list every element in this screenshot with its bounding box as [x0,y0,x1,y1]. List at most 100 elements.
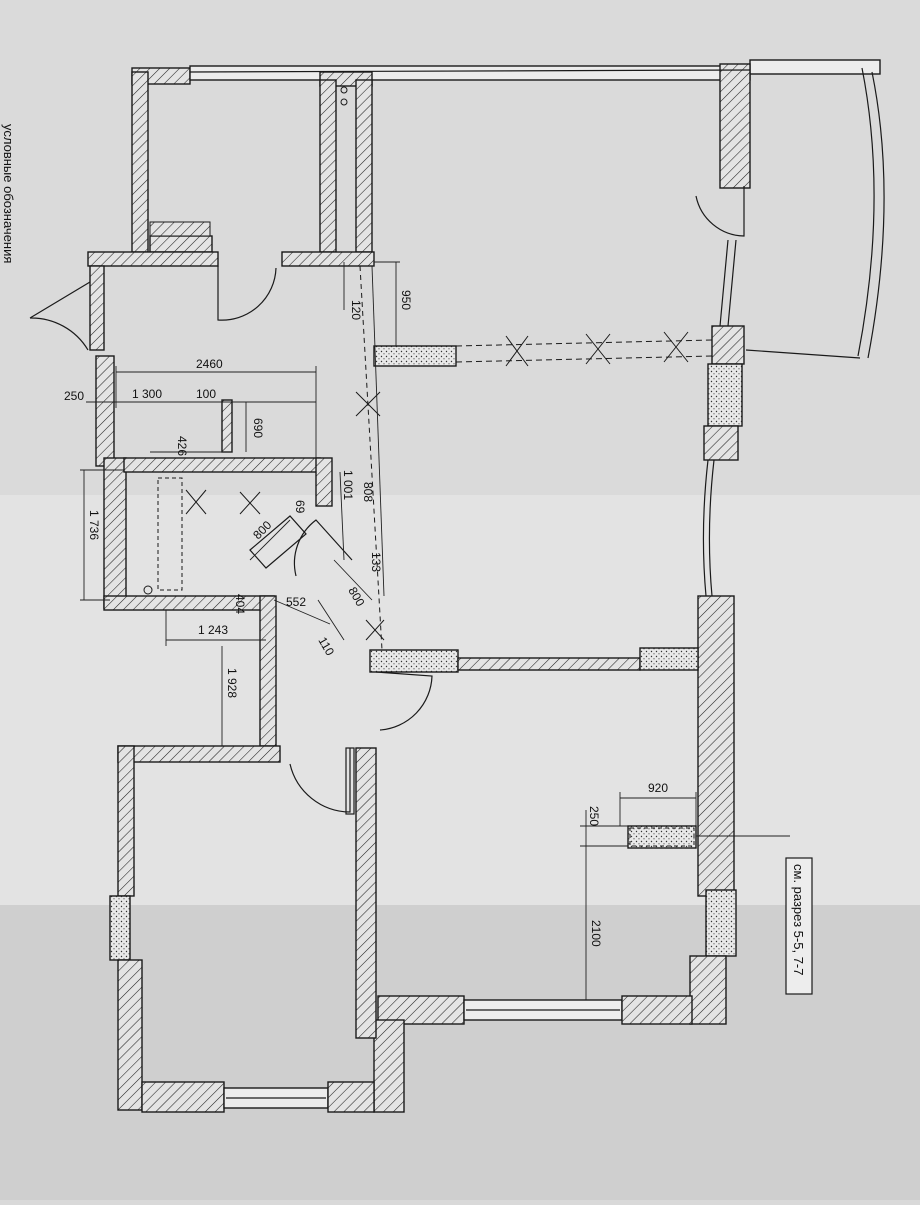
dim-250-right: 250 [587,806,601,826]
balcony-curve-outer [857,67,875,357]
wall-hall-left-lower [95,355,115,467]
wall-bath-top [123,457,321,473]
wall-bedroom-left-lower [117,959,143,1111]
dim-920: 920 [648,781,668,795]
riser-2 [340,98,348,106]
dim-2460: 2460 [196,357,223,371]
wall-bath-bottom [103,595,275,611]
wall-bedroom-bottom-1 [141,1081,225,1113]
paper-shadow-band [0,905,920,1200]
dashed-partition-top [455,339,713,347]
dimension-lines [80,261,790,1000]
drain [143,585,153,595]
window-right-upper [719,239,729,327]
section-note-frame [785,857,813,995]
dashed-column [629,827,695,847]
riser-1 [340,86,348,94]
dim-line-552 [273,599,331,625]
window-top-glass [189,69,751,73]
window-right-upper-2 [727,239,737,327]
window-right-mid [702,459,709,597]
dim-1001: 1 001 [341,470,355,500]
wall-right-mid [697,595,735,897]
x-mark-5 [185,489,207,515]
wall-bedroom-right [355,747,377,1039]
dim-1736: 1 736 [87,510,101,540]
wall-right-block-2 [705,889,737,957]
wall-right-upper [719,63,751,189]
dim-line-1001 [339,471,345,561]
door-living [375,671,433,731]
dim-1928: 1 928 [225,668,239,698]
wall-top-window [189,65,751,81]
section-note-box: см. разрез 5-5, 7-7 [785,857,813,995]
dim-1243: 1 243 [198,623,228,637]
wall-bedroom-entry [259,595,277,747]
windows [189,67,885,1099]
dim-690: 690 [251,418,265,438]
dim-2100: 2100 [589,920,603,947]
x-mark-6 [239,491,261,515]
dim-line-800a [249,519,291,561]
dim-1300: 1 300 [132,387,162,401]
wall-bottom-right-2 [621,995,693,1025]
wall-partition-block-left [369,649,459,673]
wall-partition [457,657,641,671]
wall-hall-left [89,265,105,351]
built-in-block [149,221,211,237]
fixtures [143,86,348,595]
wall-hall-top [87,251,219,267]
wall-corridor-block [373,345,457,367]
door-entrance [29,281,91,351]
legend-title: условные обозначения [1,124,16,263]
demolition-marks [157,265,713,847]
wall-bath-left [103,457,127,609]
wall-partition-block-right [639,647,699,671]
wall-bath-right-stub [315,457,333,507]
door-bath [293,519,353,577]
dim-69: 69 [293,500,307,514]
wall-shaft-right [355,79,373,253]
paper-fold-band [0,495,920,915]
wall-bedroom-bottom-2 [327,1081,375,1113]
dim-line-800b [333,559,373,601]
door-balcony [695,186,745,237]
wall-step-right [373,1019,405,1113]
dim-line-808 [371,265,385,597]
section-note-text: см. разрез 5-5, 7-7 [791,864,806,975]
wall-right-lower [689,955,727,1025]
wall-bedroom-left-block [109,895,131,961]
wall-niche [221,399,233,453]
dim-133: 133 [369,552,383,572]
wall-bedroom-top [117,745,281,763]
dim-950: 950 [399,290,413,310]
dim-line-110 [317,599,345,641]
dim-250-left: 250 [64,389,84,403]
door-hall-room [217,266,277,321]
dim-120: 120 [349,300,363,320]
wall-right-pillar-2 [703,425,739,461]
wall-right-pillar-1 [711,325,745,365]
dim-404: 404 [233,594,247,614]
window-right-mid-2 [708,459,715,597]
wall-top-balcony [749,59,881,75]
wall-right-block-1 [707,363,743,427]
dashed-bath-fixture [157,477,183,591]
doors [29,186,745,815]
dim-808: 808 [361,482,375,502]
wall-left-upper [131,71,149,253]
x-mark-1 [505,335,529,367]
dim-426: 426 [175,436,189,456]
wall-upper-room-bottom [149,235,213,253]
dashed-corridor-line [359,265,383,651]
door-wc-leaf [249,515,307,569]
wall-bedroom-left-upper [117,745,135,897]
balcony-curve-outer-2 [867,71,885,359]
dim-100: 100 [196,387,216,401]
x-mark-3 [663,331,689,363]
balcony-bottom [745,349,861,359]
wall-hall-top-right [281,251,375,267]
wall-shaft-left [319,79,337,253]
